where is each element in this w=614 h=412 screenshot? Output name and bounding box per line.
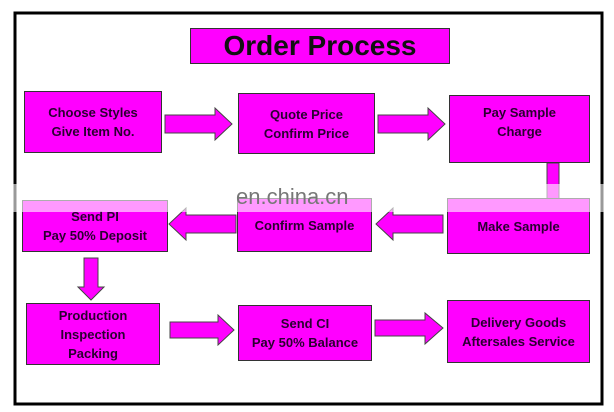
arrow-right-4 [374,311,444,346]
step-label: Delivery Goods [470,314,567,330]
step-label: Pay 50% Deposit [42,228,148,243]
arrow-left-2 [168,206,237,242]
step-label: Production [58,307,128,323]
watermark: en.china.cn [236,184,349,209]
step-label: Inspection [60,326,126,342]
step-label: Packing [68,345,118,361]
step-label: Charge [497,124,542,139]
step-pay-sample-charge: Pay Sample Charge [449,95,590,163]
arrow-down-1 [76,257,106,301]
step-label: Choose Styles [48,105,138,120]
arrow-left-1 [375,206,444,242]
arrow-right-2 [377,106,446,142]
step-production: Production Inspection Packing [26,303,160,365]
page-title: Order Process [190,28,450,64]
arrow-right-3 [169,313,235,347]
step-label: Confirm Sample [254,217,355,233]
step-delivery-goods: Delivery Goods Aftersales Service [447,300,590,363]
step-quote-price: Quote Price Confirm Price [238,93,375,154]
step-label: Give Item No. [51,124,135,139]
step-label: Pay Sample [483,105,556,120]
step-label: Send PI [71,209,119,224]
arrow-right-1 [164,106,233,142]
step-choose-styles: Choose Styles Give Item No. [24,91,162,153]
step-label: Send CI [280,316,330,331]
watermark-band [0,184,614,212]
step-send-ci: Send CI Pay 50% Balance [238,305,372,361]
step-label: Confirm Price [263,125,350,141]
step-label: Pay 50% Balance [251,335,359,350]
step-label: Quote Price [270,106,343,122]
step-label: Make Sample [477,218,560,234]
step-label: Aftersales Service [462,333,575,349]
